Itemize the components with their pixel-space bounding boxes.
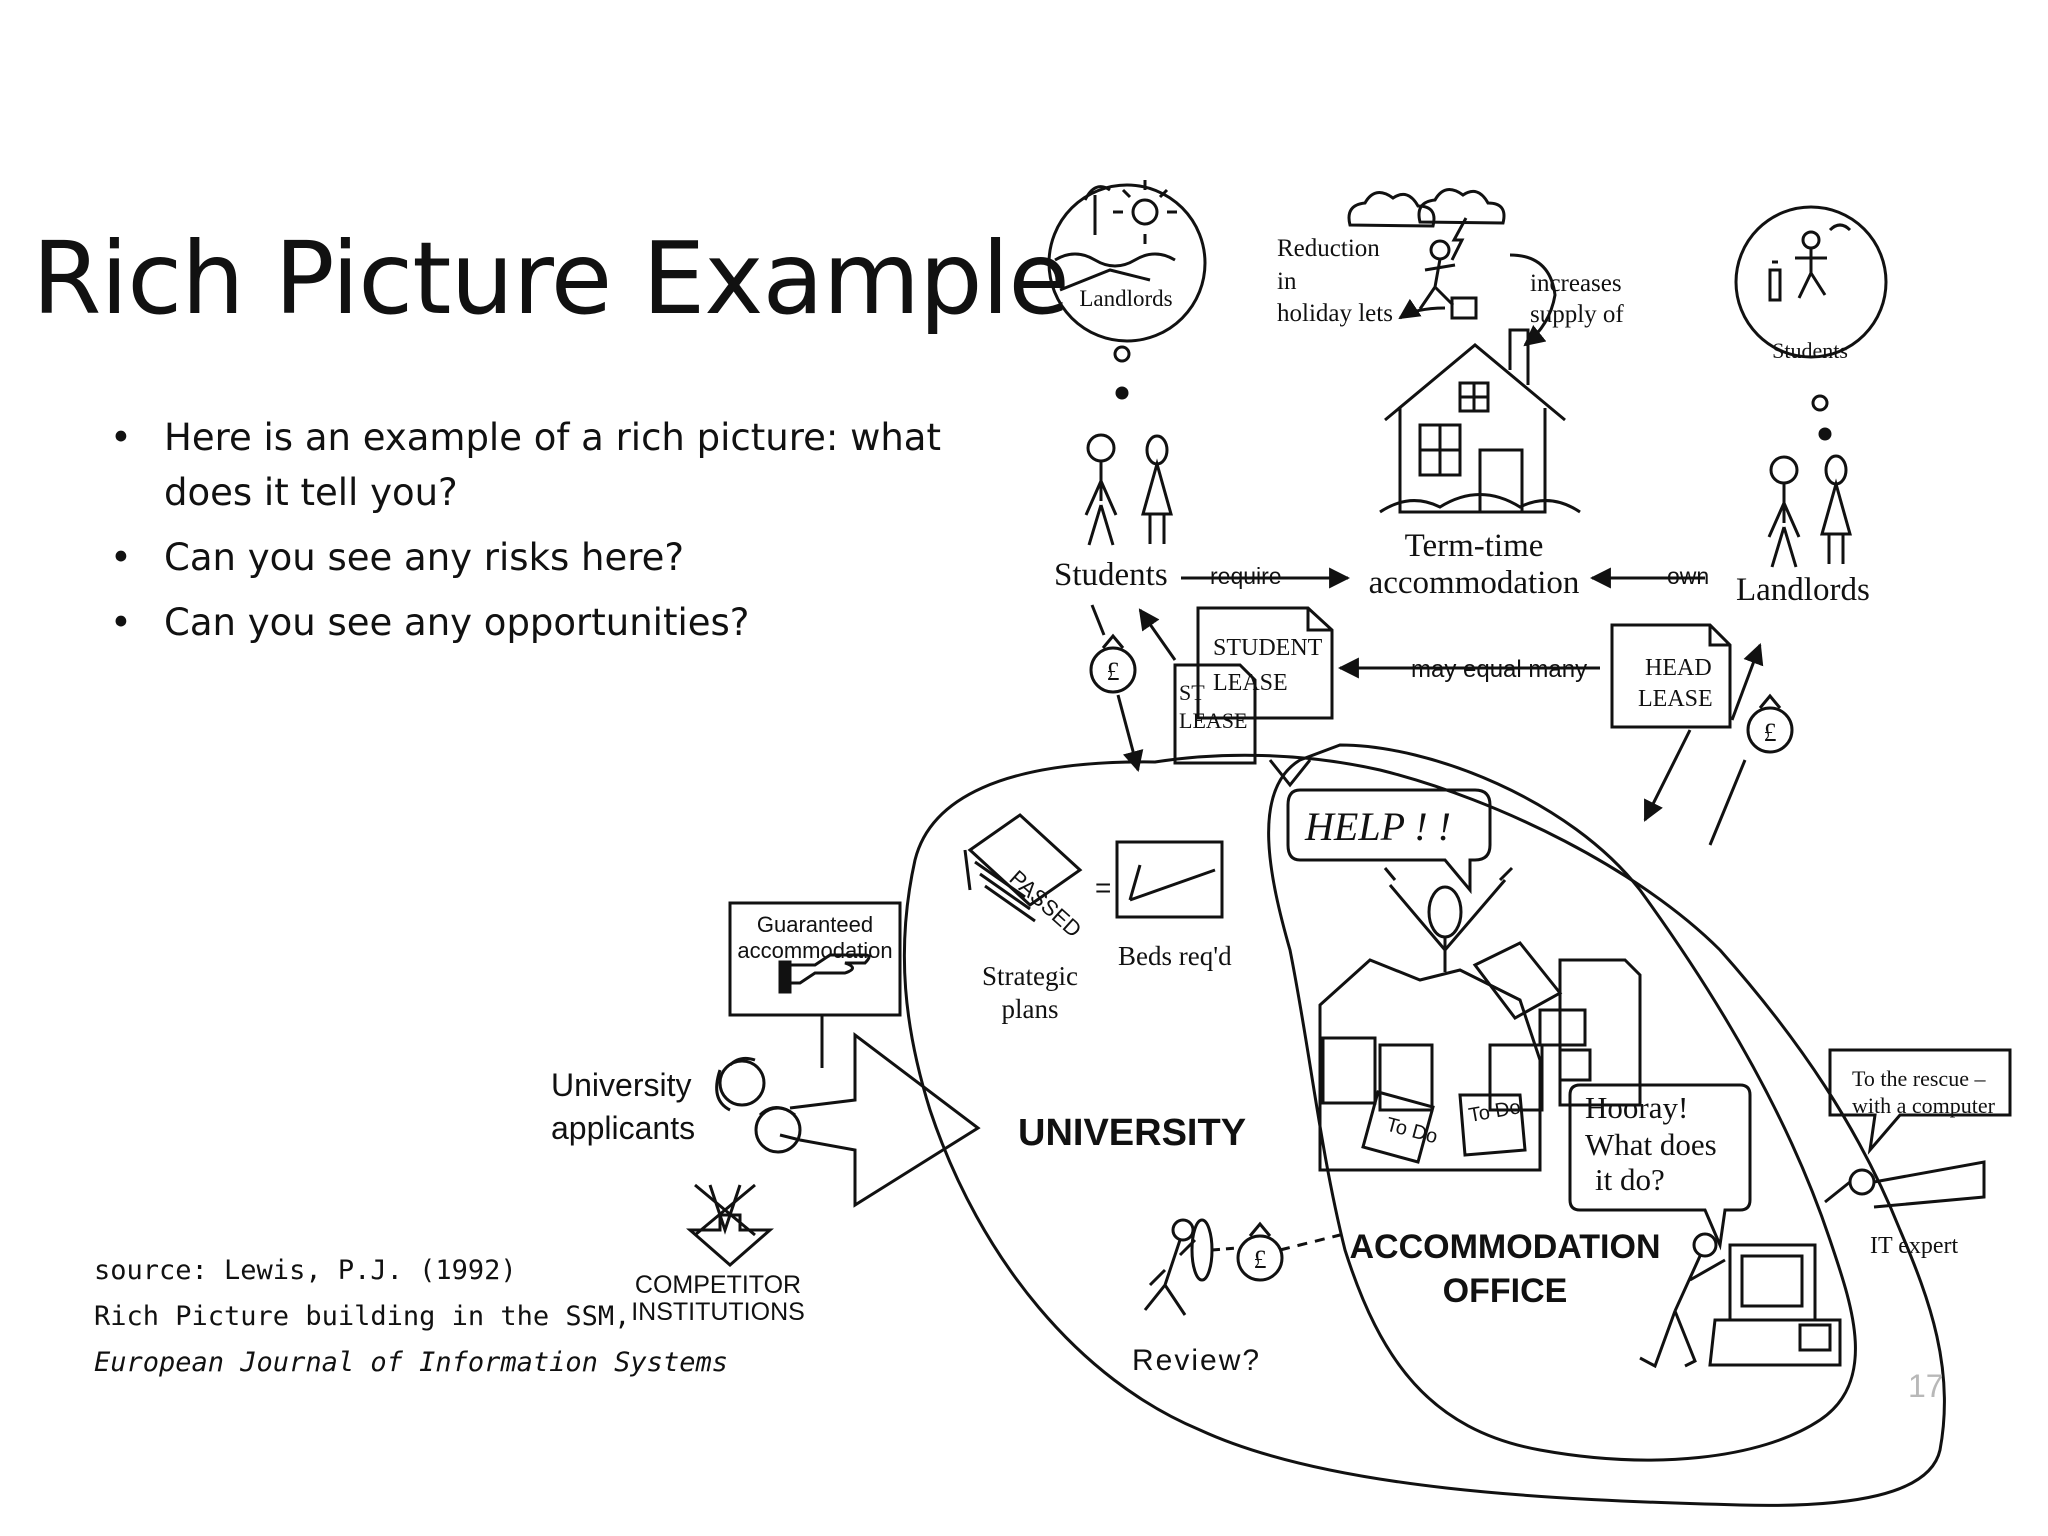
- source-citation: source: Lewis, P.J. (1992) Rich Picture …: [94, 1248, 728, 1386]
- label-applicants: University: [551, 1067, 691, 1103]
- label-todo: To Do: [1467, 1096, 1522, 1127]
- label-require: require: [1210, 563, 1282, 589]
- label-hooray: it do?: [1595, 1162, 1665, 1197]
- label-beds: Beds req'd: [1118, 941, 1232, 971]
- label-rescue: To the rescue –: [1852, 1066, 1986, 1091]
- entry-arrow: [789, 1031, 981, 1208]
- accommodation-office-boundary: [1267, 743, 1857, 1462]
- pound-symbol: £: [1254, 1245, 1267, 1274]
- label-reduction: Reduction: [1277, 235, 1380, 262]
- bullet-item: Can you see any opportunities?: [110, 595, 970, 650]
- label-accommodation-office: OFFICE: [1443, 1272, 1568, 1310]
- label-term-time: accommodation: [1369, 565, 1580, 601]
- label-increases: supply of: [1530, 301, 1624, 328]
- label-student-lease: STUDENT: [1213, 635, 1323, 661]
- label-strategic: plans: [1002, 994, 1059, 1024]
- label-students: Students: [1054, 557, 1168, 593]
- label-todo: To Do: [1384, 1114, 1440, 1149]
- bullet-item: Can you see any risks here?: [110, 530, 970, 585]
- student-lease-doc: [1196, 606, 1334, 720]
- label-guaranteed: accommodation: [737, 938, 892, 963]
- label-applicants: applicants: [551, 1110, 695, 1146]
- bullet-item: Here is an example of a rich picture: wh…: [110, 410, 970, 520]
- student-lease-back: [1173, 663, 1257, 765]
- university-boundary: [902, 753, 1946, 1507]
- hooray-speech-bubble: [1568, 1083, 1752, 1251]
- label-rescue: with a computer: [1852, 1093, 1996, 1118]
- label-own: own: [1667, 563, 1709, 589]
- label-equals: =: [1095, 872, 1111, 903]
- head-lease-doc: [1610, 623, 1732, 729]
- label-head-lease: LEASE: [1638, 686, 1713, 712]
- label-competitor: INSTITUTIONS: [631, 1298, 805, 1326]
- label-may-equal-many: may equal many: [1411, 656, 1587, 683]
- label-accommodation-office: ACCOMMODATION: [1350, 1228, 1661, 1266]
- label-back-lease: LEASE: [1179, 708, 1247, 733]
- source-line: Rich Picture building in the SSM,: [94, 1301, 631, 1332]
- label-help: HELP ! !: [1304, 804, 1451, 849]
- label-review: Review?: [1132, 1344, 1261, 1377]
- label-increases: increases: [1530, 270, 1622, 297]
- label-back-lease: ST: [1179, 680, 1205, 705]
- label-students-bubble: Students: [1772, 338, 1848, 363]
- help-speech-bubble: [1286, 788, 1492, 895]
- house-drawing: [1384, 328, 1566, 514]
- label-guaranteed: Guaranteed: [757, 912, 873, 937]
- label-strategic: Strategic: [982, 961, 1078, 991]
- bullet-list: Here is an example of a rich picture: wh…: [110, 410, 970, 660]
- label-head-lease: HEAD: [1645, 655, 1712, 681]
- label-competitor: COMPETITOR: [635, 1271, 801, 1299]
- slide-title: Rich Picture Example: [32, 220, 1070, 337]
- guaranteed-sign: [728, 901, 902, 1017]
- source-line: source: Lewis, P.J. (1992): [94, 1255, 517, 1286]
- label-landlords-bubble: Landlords: [1079, 286, 1172, 311]
- label-reduction: in: [1277, 268, 1297, 295]
- label-landlords: Landlords: [1736, 572, 1870, 608]
- label-it-expert: IT expert: [1870, 1233, 1959, 1259]
- rescue-speech-bubble: [1828, 1048, 2012, 1155]
- pound-symbol: £: [1107, 657, 1120, 686]
- pound-symbol: £: [1764, 718, 1777, 747]
- label-hooray: What does: [1585, 1127, 1717, 1162]
- label-passed: PASSED: [1005, 865, 1087, 942]
- label-university: UNIVERSITY: [1018, 1112, 1246, 1154]
- source-journal: European Journal of Information Systems: [94, 1347, 728, 1378]
- page-number: 17: [1908, 1368, 1944, 1404]
- label-student-lease: LEASE: [1213, 670, 1288, 696]
- label-hooray: Hooray!: [1585, 1090, 1688, 1125]
- label-term-time: Term-time: [1405, 528, 1544, 564]
- label-reduction: holiday lets: [1277, 300, 1393, 327]
